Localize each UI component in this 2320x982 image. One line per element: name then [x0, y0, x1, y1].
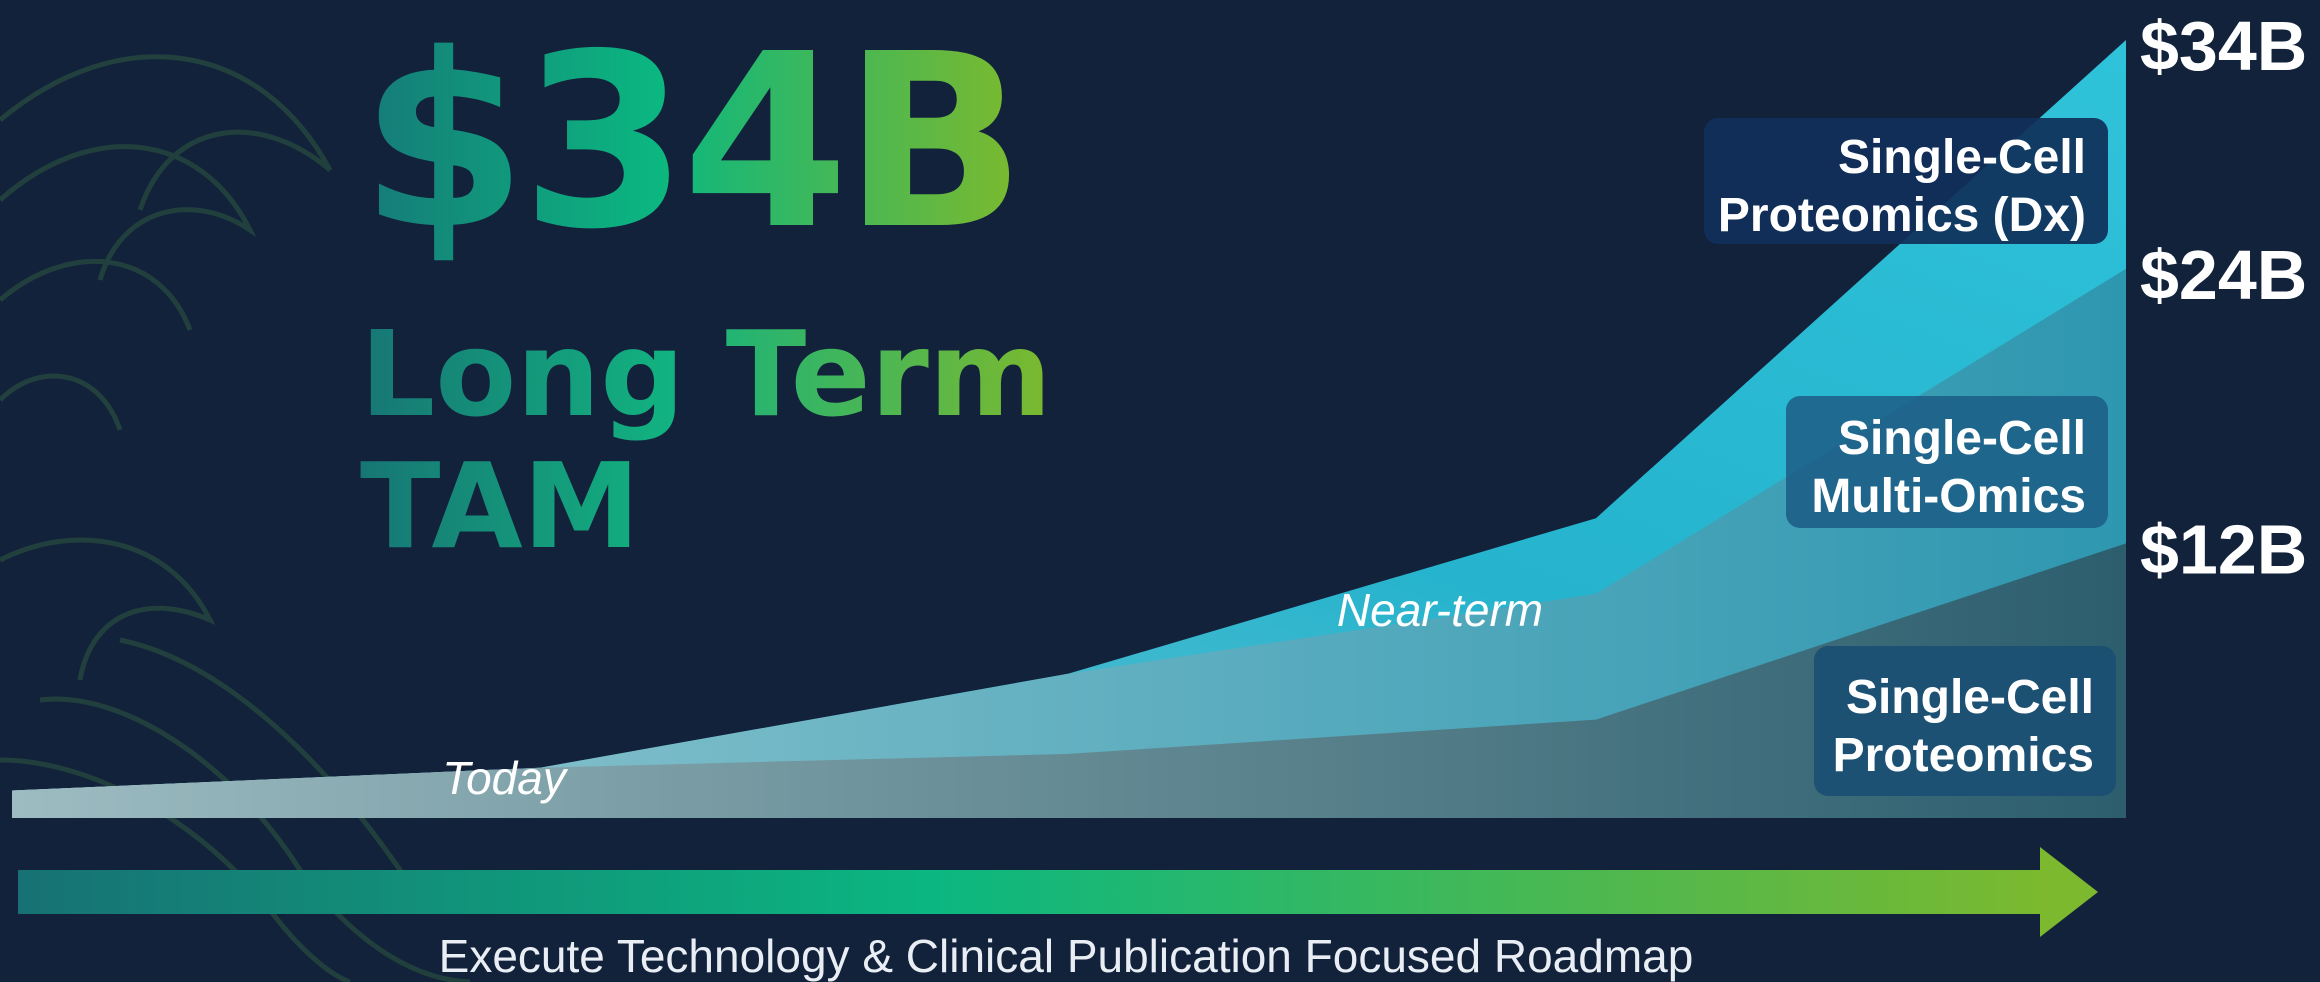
legend-label-0-line2: Proteomics (Dx) — [1718, 189, 2086, 242]
area-multi-omics — [12, 268, 2126, 818]
legend-label-2-line2: Proteomics — [1833, 729, 2094, 782]
annotation-today: Today — [442, 752, 569, 804]
area-proteomics — [12, 543, 2126, 818]
legend-label-1-line2: Multi-Omics — [1811, 470, 2086, 523]
tam-subtitle-tam: TAM — [360, 437, 641, 575]
wave-curl-6 — [0, 757, 351, 982]
legend-box-proteomics — [1814, 646, 2116, 796]
roadmap-arrow — [18, 847, 2098, 937]
legend-label-0-line1: Single-Cell — [1838, 131, 2086, 184]
tam-subtitle: Long Term TAM1 — [360, 308, 1052, 572]
end-label-34b: $34B — [2140, 7, 2307, 85]
wave-curl-8 — [0, 373, 123, 431]
legend-label-2-line1: Single-Cell — [1846, 671, 2094, 724]
roadmap-arrow-head — [2040, 847, 2098, 937]
legend-box-multi-omics — [1786, 396, 2108, 528]
tam-value: $34B — [360, 2, 1026, 282]
wave-curl-5 — [39, 696, 471, 982]
end-label-12b: $12B — [2140, 510, 2307, 588]
roadmap-label: Execute Technology & Clinical Publicatio… — [439, 930, 1694, 982]
wave-curl-4 — [0, 537, 216, 681]
wave-curl-1 — [0, 54, 333, 211]
tam-subtitle-line2: TAM1 — [360, 440, 1052, 572]
end-label-24b: $24B — [2140, 236, 2307, 314]
wave-curl-2 — [0, 144, 257, 281]
roadmap-arrow-shaft — [18, 870, 2060, 914]
wave-curl-7 — [119, 637, 423, 902]
legend-box-proteomics-dx — [1704, 118, 2108, 244]
chart-areas — [12, 40, 2126, 818]
wave-illustration — [0, 54, 471, 982]
tam-subtitle-line1: Long Term — [360, 305, 1052, 443]
annotation-near-term: Near-term — [1337, 584, 1543, 636]
wave-curl-3 — [0, 258, 193, 331]
footnote-mark: 1 — [640, 465, 685, 539]
legend-label-1-line1: Single-Cell — [1838, 412, 2086, 465]
